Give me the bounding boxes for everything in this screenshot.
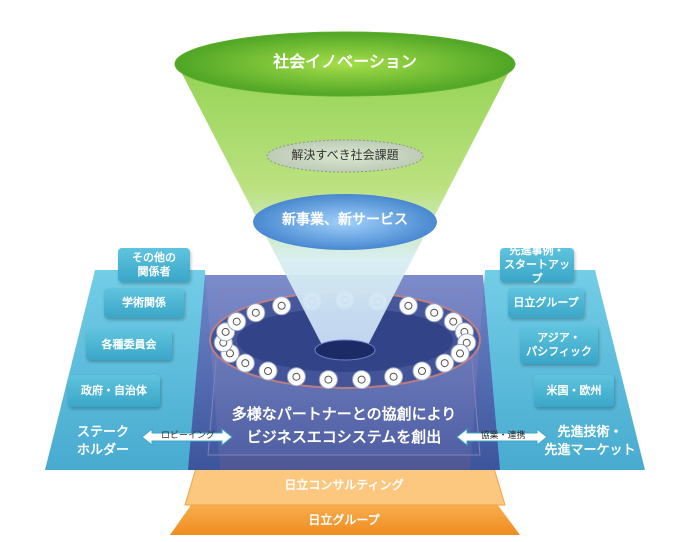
center-line2: ビジネスエコシステムを創出 <box>246 428 442 446</box>
right-box-asia-pacific: アジア・パシフィック <box>520 326 598 364</box>
funnel-middle-ellipse <box>266 139 424 173</box>
house-icon <box>286 367 306 387</box>
right-box-startups: 先進事例・スタートアップ <box>500 244 574 285</box>
funnel-top-ellipse <box>174 31 516 97</box>
right-title-line1: 先進技術・ <box>557 425 623 440</box>
left-panel <box>45 270 220 470</box>
left-box-academic: 学術関係 <box>104 288 184 318</box>
leaf-icon <box>384 367 404 387</box>
left-arrow-label: ロビーイング <box>160 431 215 441</box>
right-arrow-label: 協業・連携 <box>480 431 526 441</box>
right-panel <box>470 270 645 470</box>
left-arrow <box>141 427 233 447</box>
funnel-lower-ellipse <box>253 194 437 250</box>
left-box-committees: 各種委員会 <box>86 330 172 360</box>
left-title-line1: ステーク <box>76 425 129 440</box>
funnel-middle-label: 解決すべき社会課題 <box>291 148 399 162</box>
wind-icon <box>227 312 247 332</box>
funnel-lower-label: 新事業、新サービス <box>282 212 408 228</box>
right-title-line2: 先進マーケット <box>544 443 636 458</box>
left-title-line2: ホルダー <box>76 443 129 458</box>
medical-icon <box>352 370 372 390</box>
factory-icon <box>424 303 444 323</box>
building-icon <box>450 343 470 363</box>
right-arrow <box>456 427 548 447</box>
right-box-hitachi-group: 日立グループ <box>508 288 584 318</box>
center-line1: 多様なパートナーとの協創により <box>231 405 457 423</box>
shop-icon <box>272 296 292 316</box>
hospital-icon <box>246 303 266 323</box>
funnel-top-label: 社会イノベーション <box>273 52 417 71</box>
car-icon <box>398 296 418 316</box>
money-icon <box>235 353 255 373</box>
base-group-label: 日立グループ <box>308 513 380 527</box>
train-icon <box>435 353 455 373</box>
chart-icon <box>412 361 432 381</box>
right-box-us-europe: 米国・欧州 <box>534 375 614 407</box>
phone-icon <box>258 361 278 381</box>
plane-icon <box>318 370 338 390</box>
left-box-others: その他の関係者 <box>118 248 190 282</box>
base-consulting-label: 日立コンサルティング <box>284 478 404 492</box>
funnel-bottom-ellipse <box>314 339 376 361</box>
left-box-government: 政府・自治体 <box>68 375 160 407</box>
